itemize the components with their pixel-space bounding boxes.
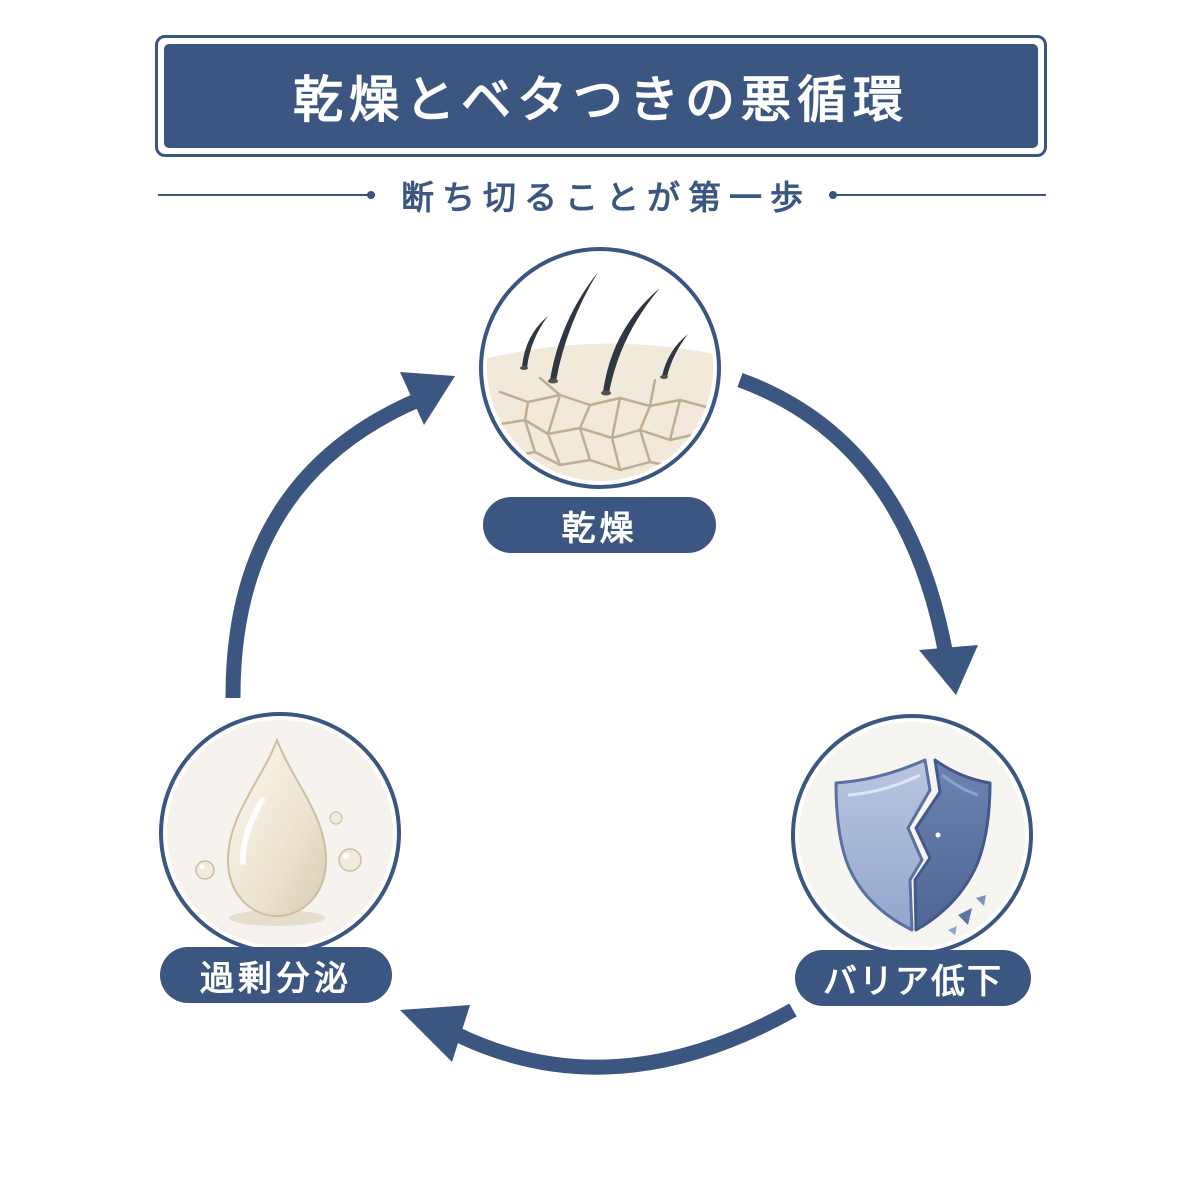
label-barrier: バリア低下 [795,950,1031,1006]
cycle-arrows [225,372,978,1075]
label-barrier-text: バリア低下 [823,961,1003,1002]
subtitle-row: 断ち切ることが第一歩 [158,170,1046,220]
subtitle: 断ち切ることが第一歩 [401,178,811,217]
dry-skin-hair-icon [487,255,713,481]
node-sebum [159,712,401,954]
page-title: 乾燥とベタつきの悪循環 [293,71,909,129]
arrow-dry-to-barrier [737,372,978,695]
label-dry-text: 乾燥 [561,508,638,549]
node-dry [479,247,721,489]
arrow-barrier-to-sebum [400,1003,797,1075]
subtitle-rule-left [158,191,375,199]
title-banner: 乾燥とベタつきの悪循環 [155,35,1047,157]
label-sebum: 過剰分泌 [160,947,392,1003]
node-barrier [791,714,1033,956]
subtitle-rule-right [829,191,1046,199]
label-dry: 乾燥 [483,497,716,553]
label-sebum-text: 過剰分泌 [200,958,352,999]
arrow-sebum-to-dry [225,372,455,699]
title-banner-fill: 乾燥とベタつきの悪循環 [164,44,1038,148]
broken-shield-icon [799,722,1025,948]
oil-drop-icon [167,720,393,946]
